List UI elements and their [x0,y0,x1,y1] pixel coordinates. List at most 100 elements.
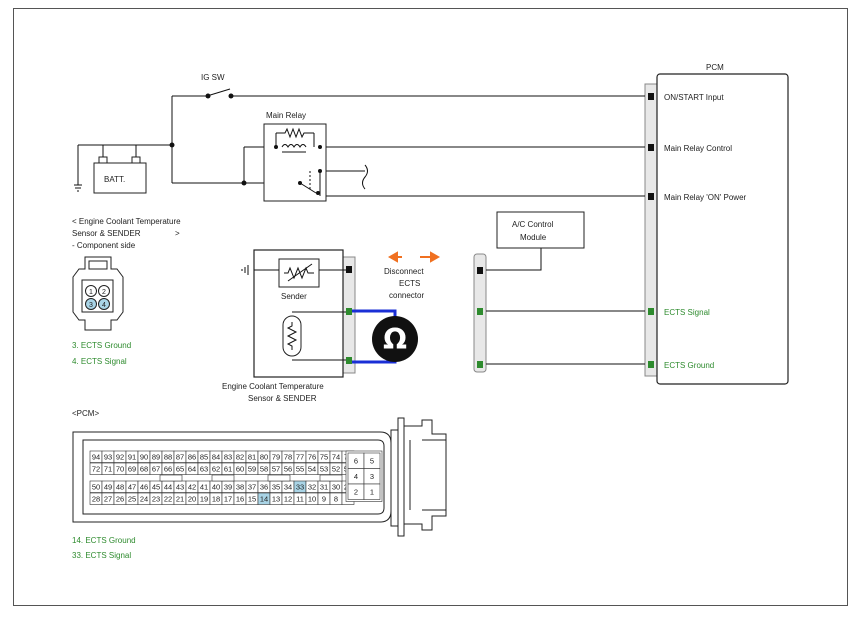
pcm-pin-label: 46 [140,483,148,492]
pcm-pin-label: 52 [332,465,340,474]
pcm-pin-label: 67 [152,465,160,474]
pcm-legend-ground: 14. ECTS Ground [72,536,136,545]
component-title-line1: < Engine Coolant Temperature [72,217,181,226]
pcm-pin-label: 16 [236,495,244,504]
component-title-line2: Sensor & SENDER [72,229,141,238]
pcm-pin-label: 80 [260,453,268,462]
thermistor-resistor [286,322,298,350]
pcm-pin-label: 90 [140,453,148,462]
sensor-pin-signal [346,308,352,315]
ac-module-label-line2: Module [520,233,547,242]
pcm-connector-key [267,474,291,482]
pcm-pin-label: 34 [284,483,292,492]
pcm-pin-label: 22 [164,495,172,504]
sensor-caption-line2: Sensor & SENDER [248,394,317,403]
wire-junction [241,180,247,186]
pcm-pin-label: 12 [284,495,292,504]
pcm-pin-label: 70 [116,465,124,474]
pcm-pin-label: 92 [116,453,124,462]
pcm-connector-latch [390,417,447,537]
battery-negative-terminal [98,156,108,164]
battery-label: BATT. [104,175,125,184]
pcm-pin-label: 47 [128,483,136,492]
pcm-pin-label: 45 [152,483,160,492]
pcm-connector-strip [644,83,658,377]
pcm-pin-label: 13 [272,495,280,504]
ohm-symbol: Ω [383,323,407,356]
pcm-pin-label: 41 [200,483,208,492]
pcm-pin-label: 63 [200,465,208,474]
pcm-pin-label: 26 [116,495,124,504]
disconnect-label-line3: connector [389,291,424,300]
power-wiring [74,88,645,197]
pcm-pin-label: 20 [188,495,196,504]
pcm-pin-label: 64 [188,465,196,474]
pcm-pin-label: 66 [164,465,172,474]
pcm-pin-label: 74 [332,453,340,462]
sender-resistor [284,266,314,280]
component-title-line2-end: > [175,229,180,238]
pcm-terminal-on-start: ON/START Input [664,93,724,102]
pcm-pin-label: 59 [248,465,256,474]
pcm-pin-label: 25 [128,495,136,504]
pcm-pin-label: 82 [236,453,244,462]
component-pin-4: 4 [102,302,106,309]
pcm-pin-label: 33 [296,483,304,492]
pcm-pin-label: 86 [188,453,196,462]
pcm-pin-label: 71 [104,465,112,474]
pcm-pin-label: 79 [272,453,280,462]
pcm-box [656,73,789,385]
pcm-small-pin-label: 5 [370,457,374,466]
pcm-pin-label: 94 [92,453,100,462]
ac-module-wire [486,248,542,271]
ig-sw-label: IG SW [201,73,225,82]
pcm-pin-label: 85 [200,453,208,462]
battery-box [93,162,147,194]
pcm-pin-label: 58 [260,465,268,474]
pcm-terminal-main-relay-control: Main Relay Control [664,144,732,153]
pcm-pin-label: 60 [236,465,244,474]
pcm-pin-label: 55 [296,465,304,474]
pcm-pin-label: 77 [296,453,304,462]
pcm-legend-signal: 33. ECTS Signal [72,551,131,560]
pcm-pin-label: 78 [284,453,292,462]
pcm-pin-label: 23 [152,495,160,504]
relay-contact [318,169,322,173]
relay-contact [316,191,320,195]
pcm-pin-label: 36 [260,483,268,492]
thermistor-body [282,315,302,357]
pcm-pin-label: 17 [224,495,232,504]
pcm-connector-key [211,474,235,482]
ig-switch-contact [228,93,234,99]
pcm-pin-label: 56 [284,465,292,474]
sender-variable-arrow [287,263,313,282]
relay-contact [298,181,302,185]
pcm-pin-label: 42 [188,483,196,492]
pcm-small-pin-label: 4 [354,472,358,481]
pcm-pin-label: 68 [140,465,148,474]
pcm-pin-label: 76 [308,453,316,462]
sender-label: Sender [281,292,307,301]
pcm-pin-label: 37 [248,483,256,492]
pcm-pin-label: 93 [104,453,112,462]
component-title-line3: - Component side [72,241,136,250]
disconnect-label-line2: ECTS [399,279,420,288]
pcm-pin-label: 11 [296,495,304,504]
pcm-pin-on-start [648,93,654,100]
pcm-pin-label: 43 [176,483,184,492]
pcm-pin-label: 69 [128,465,136,474]
ig-switch-contact [205,93,211,99]
pcm-pin-label: 19 [200,495,208,504]
pcm-pin-label: 61 [224,465,232,474]
pcm-pin-ects-signal [648,308,654,315]
pcm-pin-label: 24 [140,495,148,504]
pcm-small-pin-label: 1 [370,488,374,497]
component-pin-3: 3 [89,302,93,309]
harness-pin [477,267,483,274]
disconnect-arrows-icon [387,251,441,263]
ohmmeter-icon [372,316,418,362]
battery-positive-terminal [131,156,141,164]
pcm-pin-label: 31 [320,483,328,492]
pcm-pin-label: 84 [212,453,220,462]
